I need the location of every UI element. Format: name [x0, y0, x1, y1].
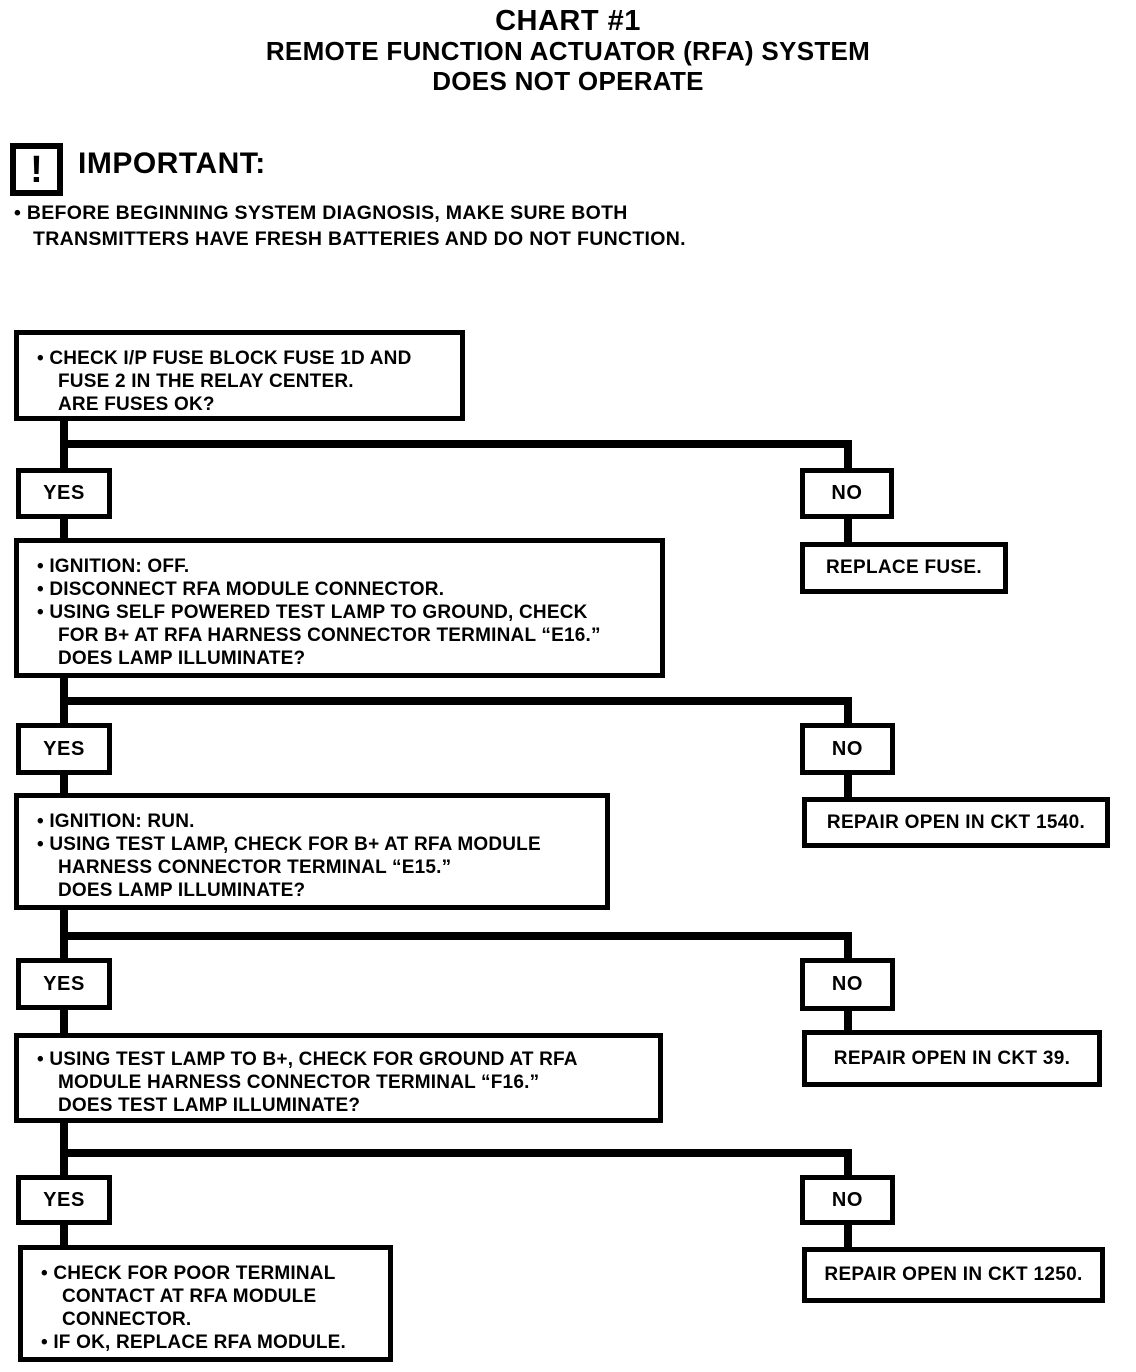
connector-line: [844, 440, 852, 470]
result-box-1: REPLACE FUSE.: [800, 542, 1008, 594]
yes-badge-1: YES: [16, 468, 112, 519]
step-box-4: • USING TEST LAMP TO B+, CHECK FOR GROUN…: [14, 1033, 663, 1123]
important-exclamation-icon: !: [10, 143, 63, 196]
step-text-line: • IGNITION: RUN.: [37, 811, 195, 832]
step-text-line: CONTACT AT RFA MODULE: [62, 1286, 317, 1307]
connector-line: [844, 517, 852, 544]
no-badge-4: NO: [800, 1175, 895, 1225]
step-box-2: • IGNITION: OFF. • DISCONNECT RFA MODULE…: [14, 538, 665, 678]
yes-badge-3: YES: [16, 958, 112, 1010]
connector-line: [844, 773, 852, 799]
step-text-line: • USING TEST LAMP TO B+, CHECK FOR GROUN…: [37, 1049, 578, 1070]
step-text-line: MODULE HARNESS CONNECTOR TERMINAL “F16.”: [58, 1072, 540, 1093]
important-note-line: TRANSMITTERS HAVE FRESH BATTERIES AND DO…: [33, 228, 686, 250]
step-text-line: DOES TEST LAMP ILLUMINATE?: [58, 1095, 361, 1116]
result-box-4: REPAIR OPEN IN CKT 1250.: [802, 1247, 1105, 1303]
step-box-3: • IGNITION: RUN. • USING TEST LAMP, CHEC…: [14, 793, 610, 910]
step-text-line: ARE FUSES OK?: [58, 394, 215, 415]
page-title: CHART #1 REMOTE FUNCTION ACTUATOR (RFA) …: [0, 6, 1136, 96]
connector-line: [60, 517, 68, 540]
step-text-line: HARNESS CONNECTOR TERMINAL “E15.”: [58, 857, 452, 878]
yes-badge-4: YES: [16, 1175, 112, 1225]
connector-line: [60, 1223, 68, 1247]
step-text-line: • USING SELF POWERED TEST LAMP TO GROUND…: [37, 602, 588, 623]
step-text-line: FUSE 2 IN THE RELAY CENTER.: [58, 371, 354, 392]
step-text-line: • IF OK, REPLACE RFA MODULE.: [41, 1332, 346, 1353]
step-text-line: DOES LAMP ILLUMINATE?: [58, 880, 306, 901]
step-text-line: • CHECK FOR POOR TERMINAL: [41, 1263, 336, 1284]
step-box-5: • CHECK FOR POOR TERMINAL CONTACT AT RFA…: [18, 1245, 393, 1362]
step-text-line: • IGNITION: OFF.: [37, 556, 190, 577]
chart-number: CHART #1: [495, 5, 641, 37]
no-badge-2: NO: [800, 723, 895, 775]
no-badge-1: NO: [800, 468, 894, 519]
step-text-line: CONNECTOR.: [62, 1309, 192, 1330]
step-box-1: • CHECK I/P FUSE BLOCK FUSE 1D AND FUSE …: [14, 330, 465, 421]
connector-line: [60, 1149, 852, 1157]
connector-line: [844, 1009, 852, 1032]
connector-line: [60, 440, 852, 448]
connector-line: [844, 697, 852, 725]
no-badge-3: NO: [800, 958, 895, 1011]
connector-line: [60, 773, 68, 795]
important-notes: • BEFORE BEGINNING SYSTEM DIAGNOSIS, MAK…: [14, 200, 686, 252]
result-box-3: REPAIR OPEN IN CKT 39.: [802, 1030, 1102, 1087]
important-note-line: • BEFORE BEGINNING SYSTEM DIAGNOSIS, MAK…: [14, 202, 628, 224]
connector-line: [60, 932, 852, 940]
step-text-line: • DISCONNECT RFA MODULE CONNECTOR.: [37, 579, 445, 600]
connector-line: [60, 1008, 68, 1035]
chart-system-title: REMOTE FUNCTION ACTUATOR (RFA) SYSTEM: [265, 36, 871, 66]
connector-line: [844, 932, 852, 960]
connector-line: [844, 1223, 852, 1249]
important-label: IMPORTANT:: [78, 147, 266, 180]
connector-line: [60, 697, 852, 705]
step-text-line: FOR B+ AT RFA HARNESS CONNECTOR TERMINAL…: [58, 625, 601, 646]
result-box-2: REPAIR OPEN IN CKT 1540.: [802, 797, 1110, 848]
step-text-line: DOES LAMP ILLUMINATE?: [58, 648, 306, 669]
connector-line: [844, 1149, 852, 1177]
yes-badge-2: YES: [16, 723, 112, 775]
step-text-line: • CHECK I/P FUSE BLOCK FUSE 1D AND: [37, 348, 412, 369]
chart-condition-title: DOES NOT OPERATE: [432, 66, 704, 96]
step-text-line: • USING TEST LAMP, CHECK FOR B+ AT RFA M…: [37, 834, 541, 855]
